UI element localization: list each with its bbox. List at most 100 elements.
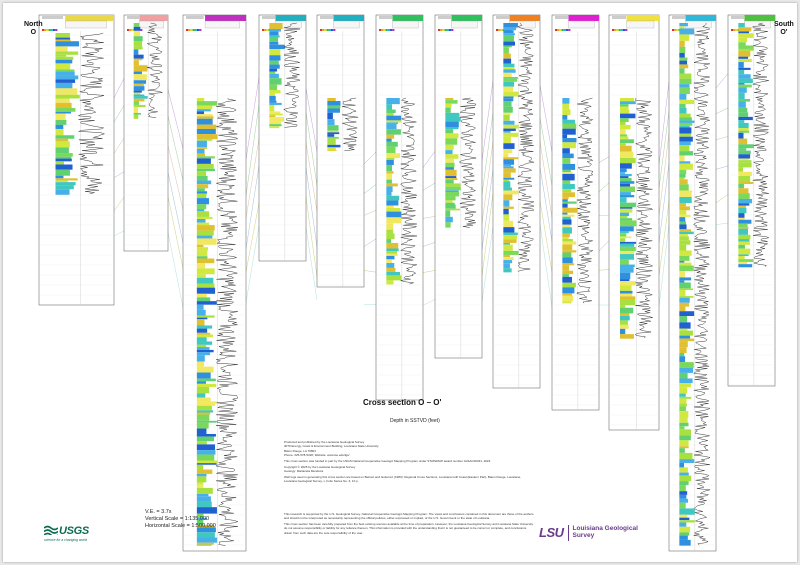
lithology-band	[679, 535, 688, 540]
log-curve	[693, 22, 711, 546]
lithology-band	[679, 411, 689, 418]
lithology-band	[196, 441, 207, 445]
lithology-band	[562, 142, 576, 149]
lithology-band	[196, 542, 214, 545]
lithology-band	[327, 101, 341, 106]
lithology-band	[196, 319, 205, 326]
lithology-band	[562, 224, 571, 228]
horizontal-scale: Horizontal Scale = 1:500,000	[145, 523, 216, 529]
south-corner-label: South O'	[774, 21, 794, 37]
lithology-band	[386, 104, 393, 110]
lithology-band	[620, 254, 635, 260]
lithology-band	[386, 233, 395, 240]
lithology-band	[196, 171, 207, 176]
lithology-band	[620, 192, 631, 196]
lithology-band	[196, 527, 216, 533]
lithology-band	[445, 133, 459, 139]
lithology-band	[620, 328, 626, 335]
lithology-band	[679, 87, 690, 94]
lithology-band	[386, 120, 402, 123]
log-curve	[576, 97, 594, 304]
lsu-name-line2: Survey	[572, 532, 595, 539]
lithology-band	[679, 398, 687, 404]
lithology-band	[562, 173, 575, 181]
lithology-band	[196, 258, 215, 264]
color-scale-swatch	[199, 29, 202, 31]
lithology-band	[562, 282, 576, 288]
lithology-band	[679, 169, 687, 175]
lithology-band	[738, 33, 754, 38]
correlation-line	[715, 107, 729, 115]
lithology-band	[445, 98, 454, 101]
lithology-band	[738, 259, 754, 262]
vertical-exaggeration: V.E. = 3.7x	[145, 509, 172, 515]
well-header-box	[392, 20, 419, 29]
lithology-band	[679, 68, 685, 74]
lithology-band	[196, 153, 206, 157]
lithology-band	[679, 214, 691, 218]
color-scale-swatch	[266, 29, 269, 31]
lithology-band	[738, 74, 751, 79]
lithology-band	[196, 147, 208, 149]
lithology-band	[679, 448, 685, 453]
correlation-line	[167, 89, 184, 149]
lithology-band	[679, 387, 688, 394]
lithology-band	[503, 217, 510, 221]
lithology-band	[196, 250, 208, 257]
lithology-band	[196, 247, 209, 251]
lithology-band	[738, 128, 749, 131]
lithology-band	[55, 102, 72, 109]
lithology-band	[738, 101, 746, 108]
color-scale-swatch	[731, 29, 734, 31]
correlation-line	[245, 77, 260, 160]
lithology-band	[562, 219, 572, 225]
lithology-band	[445, 169, 457, 177]
lithology-band	[196, 496, 211, 502]
lithology-band	[620, 101, 636, 105]
usgs-wordmark: USGS	[59, 525, 89, 537]
lithology-band	[196, 114, 213, 117]
lithology-band	[196, 101, 217, 106]
well-header-box	[204, 20, 240, 29]
lithology-band	[679, 338, 695, 342]
copyright-line: Copyright © 2025 by the Louisiana Geolog…	[284, 464, 356, 469]
correlation-line	[658, 111, 670, 189]
well-log-panel	[316, 14, 365, 288]
lithology-band	[196, 537, 218, 543]
lithology-band	[679, 452, 693, 460]
lithology-band	[620, 157, 636, 164]
log-curve	[283, 22, 301, 128]
lithology-band	[679, 306, 686, 312]
lithology-band	[503, 130, 511, 133]
lithology-band	[620, 313, 630, 316]
lithology-band	[679, 277, 692, 281]
correlation-line	[167, 115, 184, 181]
color-scale-swatch	[442, 29, 445, 31]
lithology-band	[562, 109, 571, 116]
lithology-band	[445, 100, 458, 104]
lithology-band	[386, 183, 398, 187]
lithology-band	[196, 473, 207, 477]
lithology-band	[196, 222, 210, 226]
lithology-band	[196, 238, 217, 245]
lithology-band	[503, 132, 519, 137]
lithology-band	[196, 156, 215, 159]
lithology-band	[679, 155, 685, 162]
lithology-band	[55, 56, 74, 60]
lithology-band	[386, 259, 392, 264]
lithology-band	[386, 159, 394, 165]
lithology-band	[679, 210, 687, 215]
lithology-band	[503, 81, 515, 87]
color-scale-swatch	[188, 29, 191, 31]
lithology-band	[503, 120, 515, 125]
well-header-bar	[65, 15, 114, 21]
lithology-band	[620, 299, 636, 306]
well-log-panel	[608, 14, 660, 431]
disclaimer-block: This research is supported by the U.S. G…	[284, 512, 534, 537]
lithology-band	[562, 197, 569, 200]
lithology-band	[196, 460, 218, 464]
lithology-band	[269, 73, 279, 79]
correlation-line	[658, 224, 670, 307]
lithology-band	[620, 124, 631, 130]
lithology-band	[679, 330, 693, 336]
